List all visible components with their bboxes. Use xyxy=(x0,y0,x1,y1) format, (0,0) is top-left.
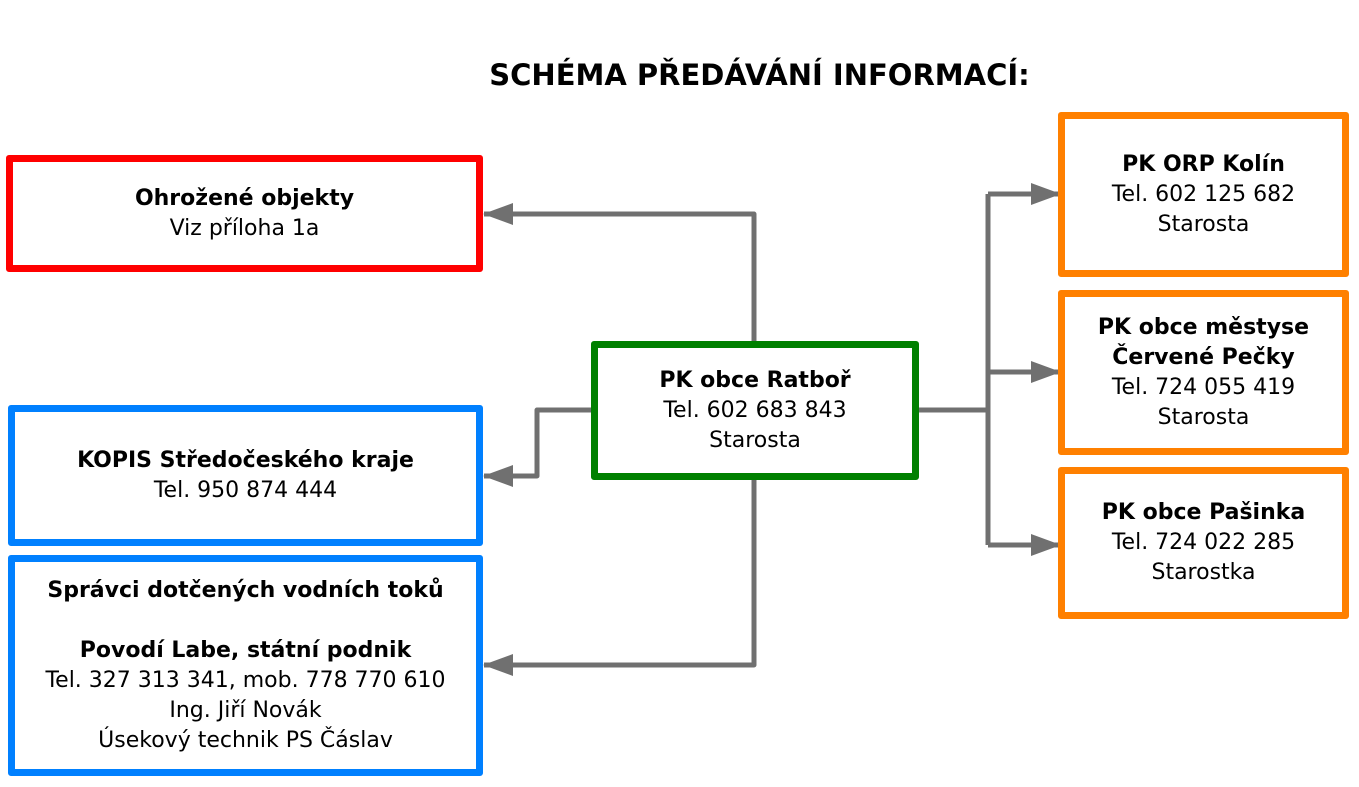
node-kopis: KOPIS Středočeského kraje Tel. 950 874 4… xyxy=(8,405,483,546)
node-role: Úsekový technik PS Čáslav xyxy=(98,727,393,753)
connector-to-water xyxy=(483,478,757,676)
node-title: PK obce Ratboř xyxy=(659,367,851,393)
connector-to-threatened xyxy=(483,203,757,343)
node-phone: Tel. 602 683 843 xyxy=(663,397,847,423)
node-center-ratbor: PK obce Ratboř Tel. 602 683 843 Starosta xyxy=(591,341,919,480)
node-title: Povodí Labe, státní podnik xyxy=(79,637,412,663)
node-title: Ohrožené objekty xyxy=(134,185,355,211)
node-pasinka: PK obce Pašinka Tel. 724 022 285 Starost… xyxy=(1058,467,1349,619)
node-orp-kolin: PK ORP Kolín Tel. 602 125 682 Starosta xyxy=(1058,112,1349,277)
diagram-title: SCHÉMA PŘEDÁVÁNÍ INFORMACÍ: xyxy=(489,58,1030,92)
node-role: Starostka xyxy=(1151,560,1256,585)
node-phone: Tel. 602 125 682 xyxy=(1111,181,1296,207)
node-role: Starosta xyxy=(1157,404,1250,430)
node-person: Ing. Jiří Novák xyxy=(169,697,322,723)
node-heading: Správci dotčených vodních toků xyxy=(47,577,444,603)
node-threatened-objects: Ohrožené objekty Viz příloha 1a xyxy=(6,155,483,272)
node-water-managers: Správci dotčených vodních toků Povodí La… xyxy=(8,555,483,776)
connector-to-kopis xyxy=(483,407,593,487)
node-phone: Tel. 724 055 419 xyxy=(1111,374,1296,400)
node-title-line2: Červené Pečky xyxy=(1112,344,1295,370)
node-phone: Tel. 724 022 285 xyxy=(1111,530,1296,555)
node-phone: Tel. 327 313 341, mob. 778 770 610 xyxy=(45,667,446,693)
node-title: KOPIS Středočeského kraje xyxy=(77,447,414,473)
node-title: PK ORP Kolín xyxy=(1122,151,1285,177)
node-cervene-pecky: PK obce městyse Červené Pečky Tel. 724 0… xyxy=(1058,290,1349,455)
node-role: Starosta xyxy=(1157,211,1250,237)
node-title-line1: PK obce městyse xyxy=(1097,314,1310,340)
node-note: Viz příloha 1a xyxy=(169,215,320,241)
node-title: PK obce Pašinka xyxy=(1101,500,1306,525)
node-phone: Tel. 950 874 444 xyxy=(153,477,338,503)
node-role: Starosta xyxy=(709,427,801,453)
